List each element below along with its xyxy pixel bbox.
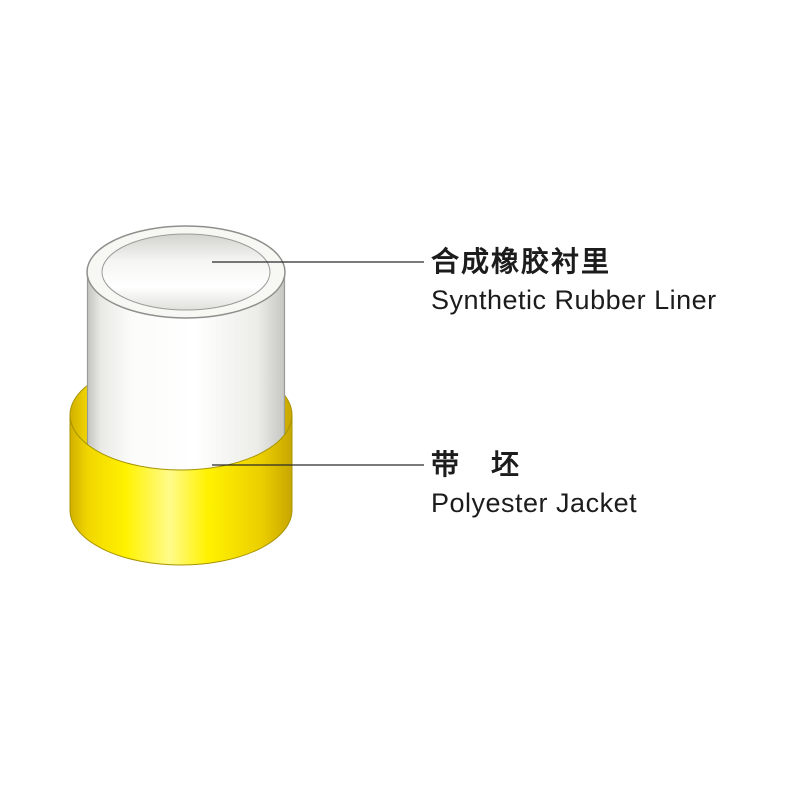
jacket-body xyxy=(69,414,293,566)
label-jacket-zh: 带 坯 xyxy=(431,449,522,480)
label-liner: 合成橡胶衬里 Synthetic Rubber Liner xyxy=(431,245,717,316)
label-liner-en: Synthetic Rubber Liner xyxy=(431,285,717,315)
label-liner-zh: 合成橡胶衬里 xyxy=(431,246,612,277)
label-jacket: 带 坯 Polyester Jacket xyxy=(431,448,637,519)
label-jacket-en: Polyester Jacket xyxy=(431,488,638,518)
liner-bore xyxy=(101,233,271,311)
